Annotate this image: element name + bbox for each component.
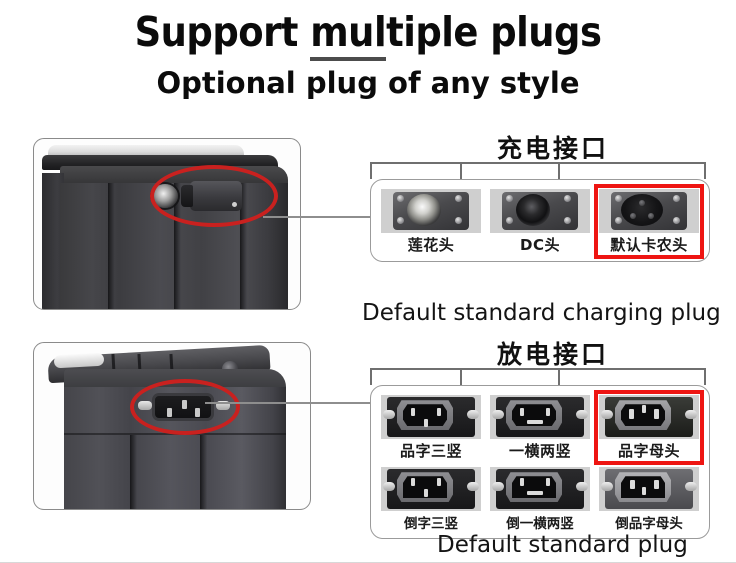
dc-connector-icon <box>490 189 590 234</box>
charging-port-photo <box>33 138 301 310</box>
bracket-tick <box>460 162 462 180</box>
option-label: DC头 <box>520 236 560 255</box>
highlight-ellipse-discharging <box>130 379 240 435</box>
charging-spec-panel: 充电接口 莲花头 <box>370 134 736 263</box>
option-discharge-iec-female-selected[interactable]: 品字母头 <box>594 390 704 466</box>
bracket-tick <box>704 162 706 180</box>
iec-3vertical-inverted-icon <box>381 467 481 512</box>
bracket-tick <box>704 368 706 386</box>
iec-female-icon <box>599 395 699 440</box>
option-label: 品字三竖 <box>399 442 462 461</box>
option-charging-dc[interactable]: DC头 <box>488 187 592 256</box>
page-title-part1: Support <box>134 8 311 56</box>
option-label: 倒品字母头 <box>615 516 683 533</box>
option-label: 莲花头 <box>407 236 455 255</box>
battery-handle-grip <box>53 352 105 369</box>
bracket-tick <box>370 162 372 180</box>
bracket-tick <box>460 368 462 386</box>
iec-horizontal-2vertical-icon <box>490 395 590 440</box>
page-subtitle: Optional plug of any style <box>156 66 580 101</box>
discharge-options-row-1: 品字三竖 一横两竖 <box>379 390 704 466</box>
discharge-options-row-2: 倒字三竖 倒一横两竖 <box>379 465 701 533</box>
discharge-port-photo <box>33 342 311 510</box>
option-label: 一横两竖 <box>508 442 571 461</box>
iec-3vertical-icon <box>381 395 481 440</box>
option-charging-rca[interactable]: 莲花头 <box>379 187 483 256</box>
leader-line-discharging <box>205 402 372 404</box>
option-charging-xlr-selected[interactable]: 默认卡农头 <box>594 184 704 260</box>
battery-groove <box>108 183 115 309</box>
option-discharge-iec-h2v[interactable]: 一横两竖 <box>488 393 592 462</box>
page-title: Support multiple plugs <box>0 8 736 61</box>
option-discharge-iec-h2v-inverted[interactable]: 倒一横两竖 <box>488 465 592 533</box>
option-label: 品字母头 <box>617 442 680 461</box>
iec-female-inverted-icon <box>599 467 699 512</box>
discharge-port-heading: 放电接口 <box>496 340 609 369</box>
battery-groove <box>240 183 247 309</box>
bracket-horizontal <box>370 368 706 370</box>
charging-caption: Default standard charging plug <box>362 300 721 326</box>
highlight-ellipse-charging <box>150 165 278 227</box>
option-label: 默认卡农头 <box>610 236 688 255</box>
bracket-tick <box>370 368 372 386</box>
charging-port-heading: 充电接口 <box>496 134 609 163</box>
charging-options-row: 莲花头 DC头 <box>379 184 704 260</box>
page-title-underlined: mul <box>310 8 387 61</box>
battery-groove <box>130 435 137 509</box>
discharge-spec-panel: 放电接口 <box>370 340 736 540</box>
leader-line-charging <box>263 216 372 218</box>
option-label: 倒一横两竖 <box>506 516 574 533</box>
rca-connector-icon <box>381 189 481 234</box>
page-title-part2: tiple plugs <box>386 8 602 56</box>
discharge-options-box: 品字三竖 一横两竖 <box>370 385 710 540</box>
section-discharging: 放电接口 <box>0 336 736 558</box>
xlr-connector-icon <box>599 189 699 234</box>
option-discharge-iec-female-inverted[interactable]: 倒品字母头 <box>597 465 701 533</box>
battery-left-fin <box>42 173 64 309</box>
section-charging: 充电接口 莲花头 <box>0 134 736 339</box>
bracket-horizontal <box>370 162 706 164</box>
charging-options-box: 莲花头 DC头 <box>370 179 710 263</box>
battery-groove <box>174 183 181 309</box>
option-discharge-iec-3v-inverted[interactable]: 倒字三竖 <box>379 465 483 533</box>
bracket-tick <box>558 162 560 180</box>
discharge-bracket <box>370 368 736 386</box>
option-discharge-iec-3v[interactable]: 品字三竖 <box>379 393 483 462</box>
bracket-tick <box>558 368 560 386</box>
discharge-caption: Default standard plug <box>437 532 688 558</box>
battery-groove <box>200 435 207 509</box>
iec-horizontal-2vertical-inverted-icon <box>490 467 590 512</box>
option-label: 倒字三竖 <box>404 516 458 533</box>
charging-bracket <box>370 162 736 180</box>
